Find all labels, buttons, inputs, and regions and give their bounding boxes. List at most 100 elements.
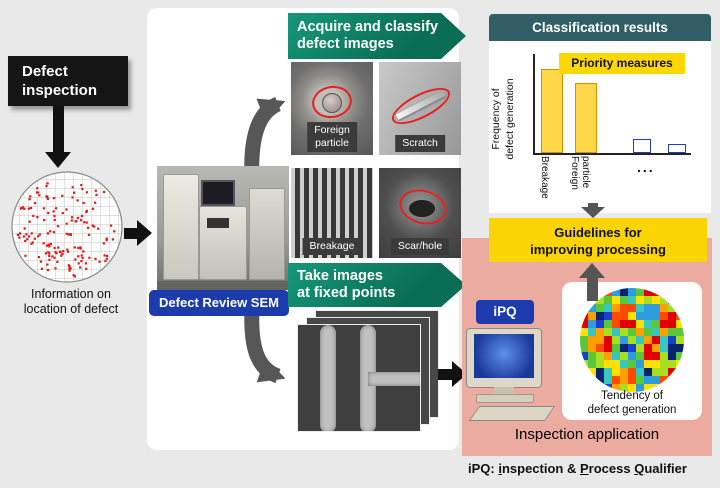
defect-review-sem-label: Defect Review SEM <box>149 290 289 316</box>
heatmap-cell <box>604 368 612 376</box>
banner-take-images: Take images at fixed points <box>288 263 466 307</box>
heatmap-cell <box>652 344 660 352</box>
chart-bar-label: Breakage <box>539 156 550 199</box>
scar-blob <box>409 200 435 217</box>
arrow-down-to-guidelines <box>581 203 605 218</box>
heatmap-cell <box>612 352 620 360</box>
arrow-shaft <box>52 106 64 152</box>
heatmap-cell <box>676 320 684 328</box>
arrow-up-to-guidelines <box>579 263 605 301</box>
sem-monitor <box>201 180 235 206</box>
heatmap-cell <box>620 352 628 360</box>
heatmap-cell <box>676 296 684 304</box>
heatmap-cell <box>676 336 684 344</box>
footnote: iPQ: inspection & Process Qualifier <box>468 461 687 476</box>
heatmap-cell <box>596 360 604 368</box>
heatmap-cell <box>636 336 644 344</box>
heatmap-cell <box>644 288 652 296</box>
arrow-shaft <box>586 278 598 301</box>
heatmap-cell <box>668 320 676 328</box>
heatmap-cell <box>636 368 644 376</box>
heatmap-cell <box>628 320 636 328</box>
particle-blob <box>322 93 342 113</box>
heatmap-cell <box>588 336 596 344</box>
heatmap-cell <box>580 312 588 320</box>
heatmap-cell <box>620 376 628 384</box>
heatmap-cell <box>628 360 636 368</box>
tendency-card: Tendency of defect generation <box>562 282 702 420</box>
arrow-head-icon <box>581 207 605 218</box>
heatmap-cell <box>612 320 620 328</box>
heatmap-cell <box>620 368 628 376</box>
chart-bar <box>575 83 597 153</box>
heatmap-cell <box>652 296 660 304</box>
arrow-shaft <box>124 227 137 239</box>
defect-image-breakage: Breakage <box>291 168 373 258</box>
heatmap-cell <box>636 360 644 368</box>
heatmap-cell <box>580 352 588 360</box>
heatmap-cell <box>596 320 604 328</box>
heatmap-cell <box>676 288 684 296</box>
heatmap-cell <box>660 376 668 384</box>
heatmap-cell <box>596 328 604 336</box>
arrow-right-to-sem <box>124 220 152 246</box>
heatmap-cell <box>636 320 644 328</box>
heatmap-cell <box>620 384 628 392</box>
heatmap-cell <box>644 328 652 336</box>
heatmap-cell <box>652 368 660 376</box>
heatmap-cell <box>612 368 620 376</box>
heatmap-cell <box>644 336 652 344</box>
heatmap-cell <box>676 368 684 376</box>
heatmap-cell <box>628 352 636 360</box>
footnote-text: Q <box>634 461 645 476</box>
monitor-stand <box>494 387 514 394</box>
heatmap-cell <box>652 360 660 368</box>
heatmap-cell <box>652 376 660 384</box>
heatmap-cell <box>628 328 636 336</box>
footnote-text: rocess <box>588 461 635 476</box>
monitor-screen <box>474 334 534 378</box>
heatmap-cell <box>668 304 676 312</box>
heatmap-cell <box>580 368 588 376</box>
computer-illustration <box>466 328 556 424</box>
heatmap-cell <box>676 376 684 384</box>
footnote-text: iPQ: <box>468 461 499 476</box>
heatmap-cell <box>668 312 676 320</box>
heatmap-cell <box>612 384 620 392</box>
heatmap-cell <box>628 304 636 312</box>
heatmap-cell <box>612 328 620 336</box>
heatmap-cell <box>604 344 612 352</box>
arrow-head-icon <box>137 220 152 246</box>
heatmap-cell <box>604 304 612 312</box>
heatmap-cell <box>604 296 612 304</box>
defect-image-scar-hole: Scar/hole <box>379 168 461 258</box>
classification-results-header: Classification results <box>489 14 711 41</box>
heatmap-cell <box>652 320 660 328</box>
heatmap-cell <box>660 320 668 328</box>
heatmap-cell <box>660 336 668 344</box>
heatmap-cell <box>636 352 644 360</box>
sem-cabinet <box>163 174 199 280</box>
defect-image-scratch: Scratch <box>379 62 461 155</box>
heatmap-cell <box>636 328 644 336</box>
heatmap-cell <box>588 352 596 360</box>
sem-panel <box>207 218 229 228</box>
heatmap-cell <box>596 376 604 384</box>
defect-image-foreign-particle: Foreign particle <box>291 62 373 155</box>
heatmap-cell <box>612 288 620 296</box>
heatmap-cell <box>668 368 676 376</box>
chart-bar <box>633 139 651 153</box>
tendency-caption: Tendency of defect generation <box>587 390 677 416</box>
stack-layer-front <box>297 324 421 432</box>
heatmap-cell <box>644 320 652 328</box>
priority-measures-badge: Priority measures <box>559 53 685 74</box>
heatmap-cell <box>644 296 652 304</box>
annotation-ellipse-icon <box>309 82 355 122</box>
sem-cabinet <box>249 188 285 280</box>
heatmap-cell <box>636 344 644 352</box>
heatmap-cell <box>596 344 604 352</box>
pattern-line <box>368 372 420 386</box>
heatmap-cell <box>604 360 612 368</box>
heatmap-cell <box>668 296 676 304</box>
